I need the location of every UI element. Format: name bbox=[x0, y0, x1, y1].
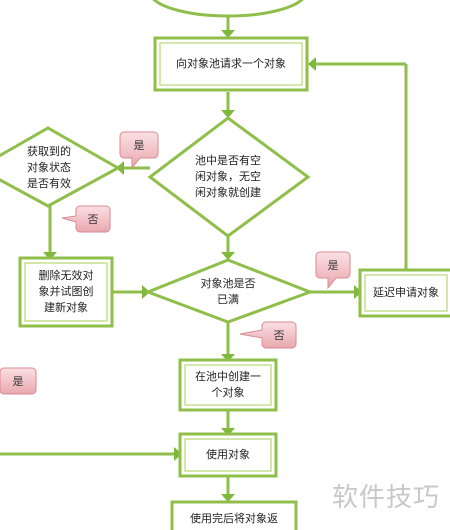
note-yes-left: 是 bbox=[12, 375, 24, 388]
request-label: 向对象池请求一个对象 bbox=[176, 57, 286, 70]
callout-yes-top bbox=[119, 131, 159, 170]
use-label: 使用对象 bbox=[206, 448, 250, 461]
delete-invalid-label: 删除无效对 象并试图创 建新对象 bbox=[38, 269, 94, 314]
delete-invalid-box bbox=[18, 256, 114, 328]
full-check-diamond bbox=[143, 258, 315, 324]
note-yes-top: 是 bbox=[133, 139, 145, 152]
watermark-text: 软件技巧 bbox=[331, 483, 440, 513]
note-no-mid: 否 bbox=[273, 329, 285, 342]
start-terminal bbox=[152, 0, 304, 18]
create-in-pool-box bbox=[178, 358, 278, 412]
use-box bbox=[178, 432, 278, 478]
note-yes-right: 是 bbox=[327, 259, 339, 272]
delay-box bbox=[358, 268, 450, 318]
pool-check-label: 池中是否有空 闲对象，无空 闲对象就创建 bbox=[195, 154, 261, 199]
validity-check-label: 获取到的 对象状态 是否有效 bbox=[27, 145, 71, 190]
pool-check-diamond bbox=[147, 116, 311, 238]
return-box bbox=[170, 500, 298, 530]
delay-label: 延迟申请对象 bbox=[373, 286, 439, 299]
request-box bbox=[153, 36, 309, 92]
callout-yes-left bbox=[0, 367, 37, 395]
validity-check-diamond bbox=[0, 126, 122, 208]
callout-no-mid bbox=[239, 321, 297, 349]
return-label: 使用完后将对象返 bbox=[190, 512, 278, 525]
note-no-left: 否 bbox=[87, 213, 99, 226]
callout-yes-right bbox=[315, 251, 351, 290]
create-in-pool-label: 在池中创建一 个对象 bbox=[195, 370, 261, 399]
connectors bbox=[0, 16, 408, 500]
full-check-label: 对象池是否 已满 bbox=[200, 277, 256, 306]
callout-no-left bbox=[61, 205, 111, 233]
